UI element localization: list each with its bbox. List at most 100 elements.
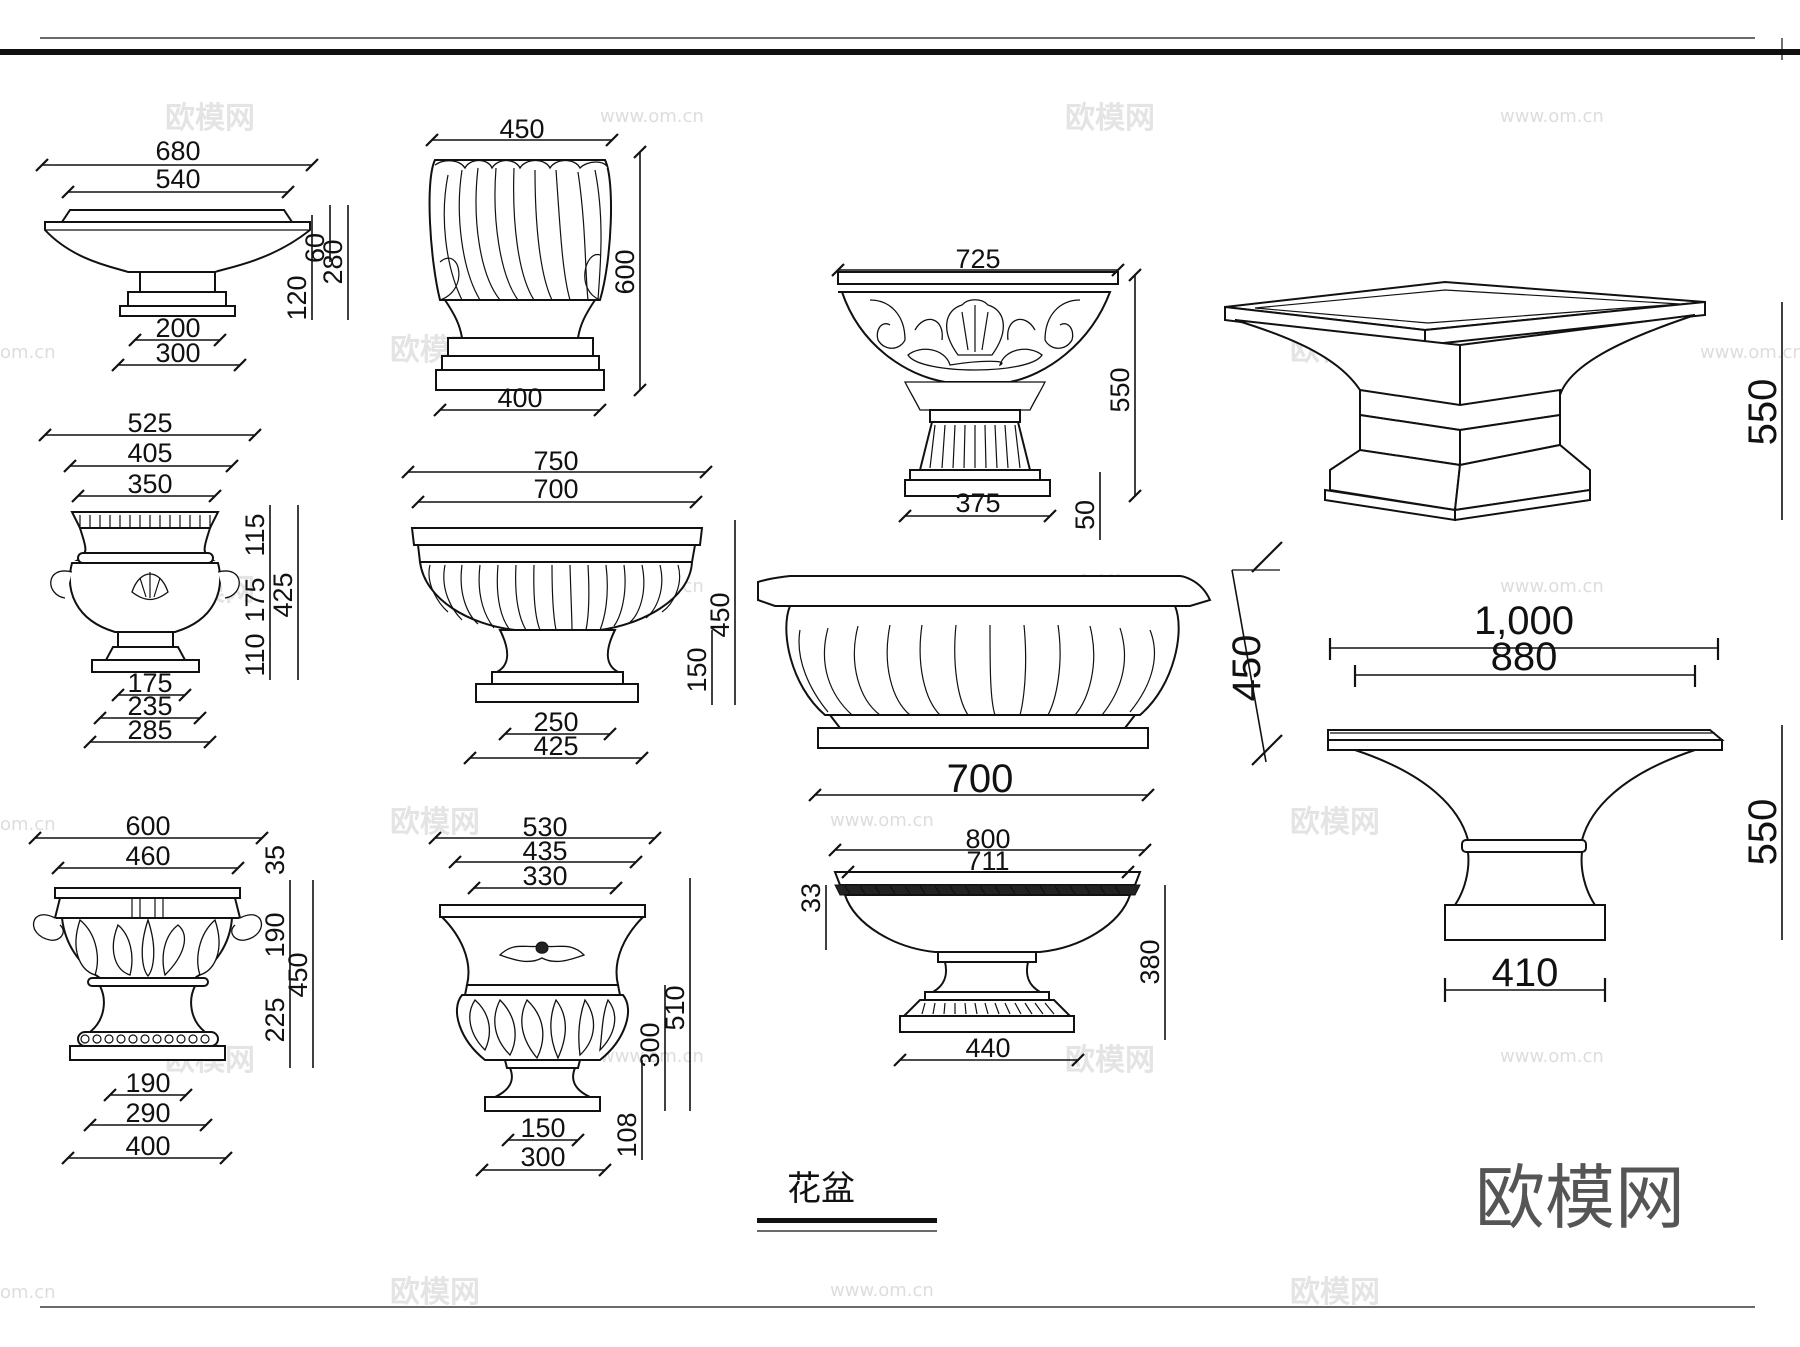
dimension-label: 425 [268, 572, 298, 617]
dimension-label: 550 [1741, 799, 1785, 866]
pot-9-drawing [33, 887, 262, 1061]
watermark-text: 欧模网 [390, 805, 480, 840]
dimension-label: 525 [127, 408, 172, 438]
watermark-url: om.cn [0, 1282, 56, 1303]
watermark-url: om.cn [0, 814, 56, 835]
watermark-text: 欧模网 [1065, 1043, 1155, 1078]
dimension-label: 600 [610, 249, 640, 294]
pot-3-drawing [837, 271, 1119, 497]
drawing-title-block: 花盆 [757, 1169, 937, 1232]
watermark-text: 欧模网 [1290, 805, 1380, 840]
pot-5-dimensions: 525 405 350 175 235 285 115 175 110 425 [38, 408, 299, 749]
site-logo: 欧模网 [1475, 1157, 1685, 1239]
dimension-label: 35 [260, 845, 290, 875]
dimension-label: 110 [240, 633, 270, 676]
pot-6-drawing [410, 527, 704, 703]
pot-10-dimensions: 530 435 330 150 300 510 300 108 [428, 812, 691, 1177]
pot-2-drawing [428, 159, 612, 391]
dimension-label: 550 [1105, 367, 1135, 412]
dimension-label: 190 [260, 912, 290, 957]
sheet-frame [0, 37, 1800, 1308]
dimension-label: 400 [125, 1131, 170, 1161]
dimension-label: 350 [127, 469, 172, 499]
dimension-label: 700 [533, 474, 578, 504]
dimension-label: 510 [660, 985, 690, 1030]
pot-1-drawing [44, 209, 311, 317]
dimension-label: 405 [127, 438, 172, 468]
dimension-label: 540 [155, 164, 200, 194]
dimension-label: 600 [125, 811, 170, 841]
dimension-label: 115 [240, 513, 270, 556]
pot-10-drawing [439, 904, 646, 1112]
pot-3-dimensions: 725 375 550 50 [831, 244, 1142, 540]
dimension-label: 750 [533, 446, 578, 476]
dimension-label: 60 [300, 233, 330, 263]
watermark-text: 欧模网 [390, 1275, 480, 1310]
watermark-url: www.om.cn [1500, 1046, 1604, 1067]
dimension-label: 700 [947, 757, 1014, 801]
dimension-label: 880 [1491, 635, 1558, 679]
dimension-label: 175 [127, 668, 172, 698]
watermark-url: www.om.cn [600, 1046, 704, 1067]
pot-9-dimensions: 600 460 190 290 400 35 190 225 450 [28, 811, 314, 1165]
dimension-label: 175 [240, 577, 270, 622]
dimension-label: 290 [125, 1098, 170, 1128]
watermark-url: www.om.cn [1700, 342, 1800, 363]
dimension-label: 450 [499, 114, 544, 144]
dimension-label: 680 [155, 136, 200, 166]
pot-7-dimensions: 700 450 [808, 541, 1283, 802]
pot-4-dimensions: 550 [1741, 302, 1785, 520]
watermark-url: om.cn [0, 342, 56, 363]
pot-8-drawing [1327, 729, 1725, 941]
watermark-url: www.om.cn [830, 810, 934, 831]
dimension-label: 435 [522, 836, 567, 866]
dimension-label: 530 [522, 812, 567, 842]
dimension-label: 1,000 [1474, 599, 1574, 643]
dimension-label: 450 [283, 952, 313, 997]
dimension-label: 400 [497, 383, 542, 413]
watermark-url: www.om.cn [830, 1280, 934, 1301]
dimension-label: 440 [965, 1033, 1010, 1063]
dimension-label: 285 [127, 715, 172, 745]
watermark-text: 欧模网 [165, 101, 255, 136]
watermark-text: 欧模网 [1065, 101, 1155, 136]
pot-6-dimensions: 750 700 250 425 450 150 [401, 446, 736, 765]
watermark-text: 欧模网 [1290, 1275, 1380, 1310]
dimension-label: 800 [965, 824, 1010, 854]
dimension-label: 450 [1225, 635, 1269, 702]
dimension-label: 300 [520, 1142, 565, 1172]
dimension-label: 150 [682, 647, 712, 692]
dimension-label: 33 [796, 883, 826, 913]
pot-4-drawing [1224, 280, 1706, 522]
pot-11-dimensions: 800 711 440 33 380 [796, 824, 1166, 1067]
dimension-label: 380 [1135, 939, 1165, 984]
pot-5-drawing [50, 511, 240, 673]
dimension-label: 150 [520, 1113, 565, 1143]
pot-11-drawing [833, 871, 1142, 1033]
dimension-label: 120 [282, 275, 312, 320]
dimension-label: 190 [125, 1068, 170, 1098]
watermark-url: www.om.cn [600, 106, 704, 127]
drawing-title: 花盆 [787, 1169, 855, 1209]
dimension-label: 300 [155, 338, 200, 368]
pot-8-dimensions: 1,000 880 410 550 [1328, 599, 1785, 1002]
watermark-url: www.om.cn [1500, 576, 1604, 597]
dimension-label: 280 [318, 239, 348, 284]
dimension-label: 410 [1492, 951, 1559, 995]
pot-2-dimensions: 450 400 600 [425, 114, 647, 417]
dimension-label: 550 [1741, 379, 1785, 446]
dimension-label: 225 [260, 997, 290, 1042]
dimension-label: 725 [955, 244, 1000, 274]
dimension-label: 460 [125, 841, 170, 871]
dimension-label: 108 [612, 1112, 642, 1157]
pot-1-dimensions: 680 540 200 300 120 60 280 [35, 136, 349, 372]
dimension-label: 425 [533, 731, 578, 761]
dimension-label: 235 [127, 691, 172, 721]
dimension-label: 375 [955, 488, 1000, 518]
dimension-label: 711 [966, 846, 1009, 876]
dimension-label: 250 [533, 707, 578, 737]
dimension-label: 50 [1070, 500, 1100, 530]
dimension-label: 330 [522, 861, 567, 891]
dimension-label: 200 [155, 313, 200, 343]
